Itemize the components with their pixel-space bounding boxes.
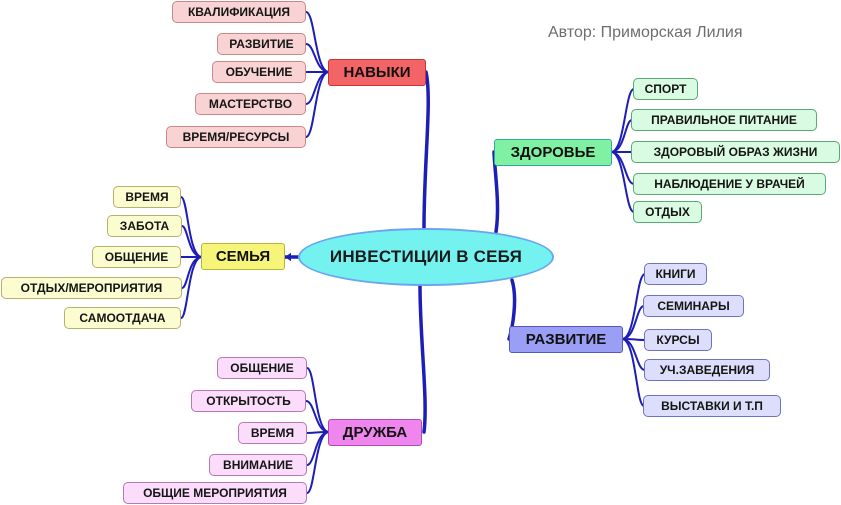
leaf-family-leisure[interactable]: ОТДЫХ/МЕРОПРИЯТИЯ	[1, 277, 182, 299]
link-development-leaf-4	[621, 338, 645, 407]
leaf-friendship-joint-events[interactable]: ОБЩИЕ МЕРОПРИЯТИЯ	[123, 482, 307, 504]
link-health-leaf-4	[610, 151, 635, 213]
leaf-family-self-giving[interactable]: САМООТДАЧА	[64, 307, 181, 329]
link-skills-leaf-4	[305, 71, 330, 138]
leaf-development-institutions[interactable]: УЧ.ЗАВЕДЕНИЯ	[644, 359, 770, 381]
topic-skills[interactable]: НАВЫКИ	[328, 59, 426, 86]
leaf-friendship-openness[interactable]: ОТКРЫТОСТЬ	[191, 390, 306, 412]
leaf-health-rest[interactable]: ОТДЫХ	[633, 201, 702, 223]
leaf-skills-mastery[interactable]: МАСТЕРСТВО	[195, 93, 306, 115]
leaf-family-communication[interactable]: ОБЩЕНИЕ	[92, 246, 181, 268]
leaf-family-time[interactable]: ВРЕМЯ	[113, 186, 181, 208]
topic-health[interactable]: ЗДОРОВЬЕ	[494, 139, 612, 166]
arrow-family	[285, 252, 291, 262]
leaf-health-lifestyle[interactable]: ЗДОРОВЫЙ ОБРАЗ ЖИЗНИ	[631, 141, 840, 163]
leaf-friendship-communication[interactable]: ОБЩЕНИЕ	[217, 357, 307, 379]
leaf-family-care[interactable]: ЗАБОТА	[107, 215, 182, 237]
leaf-health-checkups[interactable]: НАБЛЮДЕНИЕ У ВРАЧЕЙ	[633, 173, 826, 195]
topic-friendship[interactable]: ДРУЖБА	[328, 419, 422, 446]
leaf-skills-qualification[interactable]: КВАЛИФИКАЦИЯ	[172, 1, 306, 23]
leaf-skills-development[interactable]: РАЗВИТИЕ	[217, 33, 306, 55]
leaf-development-seminars[interactable]: СЕМИНАРЫ	[643, 295, 744, 317]
central-topic[interactable]: ИНВЕСТИЦИИ В СЕБЯ	[298, 228, 554, 286]
leaf-development-books[interactable]: КНИГИ	[644, 263, 707, 285]
leaf-health-nutrition[interactable]: ПРАВИЛЬНОЕ ПИТАНИЕ	[631, 109, 817, 131]
leaf-development-courses[interactable]: КУРСЫ	[644, 329, 712, 351]
leaf-health-sport[interactable]: СПОРТ	[633, 78, 698, 100]
link-friendship-leaf-4	[306, 431, 330, 494]
topic-family[interactable]: СЕМЬЯ	[201, 243, 285, 270]
topic-development[interactable]: РАЗВИТИЕ	[509, 326, 623, 353]
leaf-skills-time-resources[interactable]: ВРЕМЯ/РЕСУРСЫ	[166, 126, 306, 148]
author-label: Автор: Приморская Лилия	[548, 24, 743, 41]
leaf-friendship-attention[interactable]: ВНИМАНИЕ	[209, 454, 307, 476]
link-family-leaf-4	[180, 256, 203, 319]
leaf-development-exhibitions[interactable]: ВЫСТАВКИ И Т.П	[643, 395, 781, 417]
leaf-skills-learning[interactable]: ОБУЧЕНИЕ	[212, 61, 306, 83]
link-center-skills	[422, 70, 430, 230]
link-center-friendship	[418, 284, 427, 434]
leaf-friendship-time[interactable]: ВРЕМЯ	[238, 422, 307, 444]
